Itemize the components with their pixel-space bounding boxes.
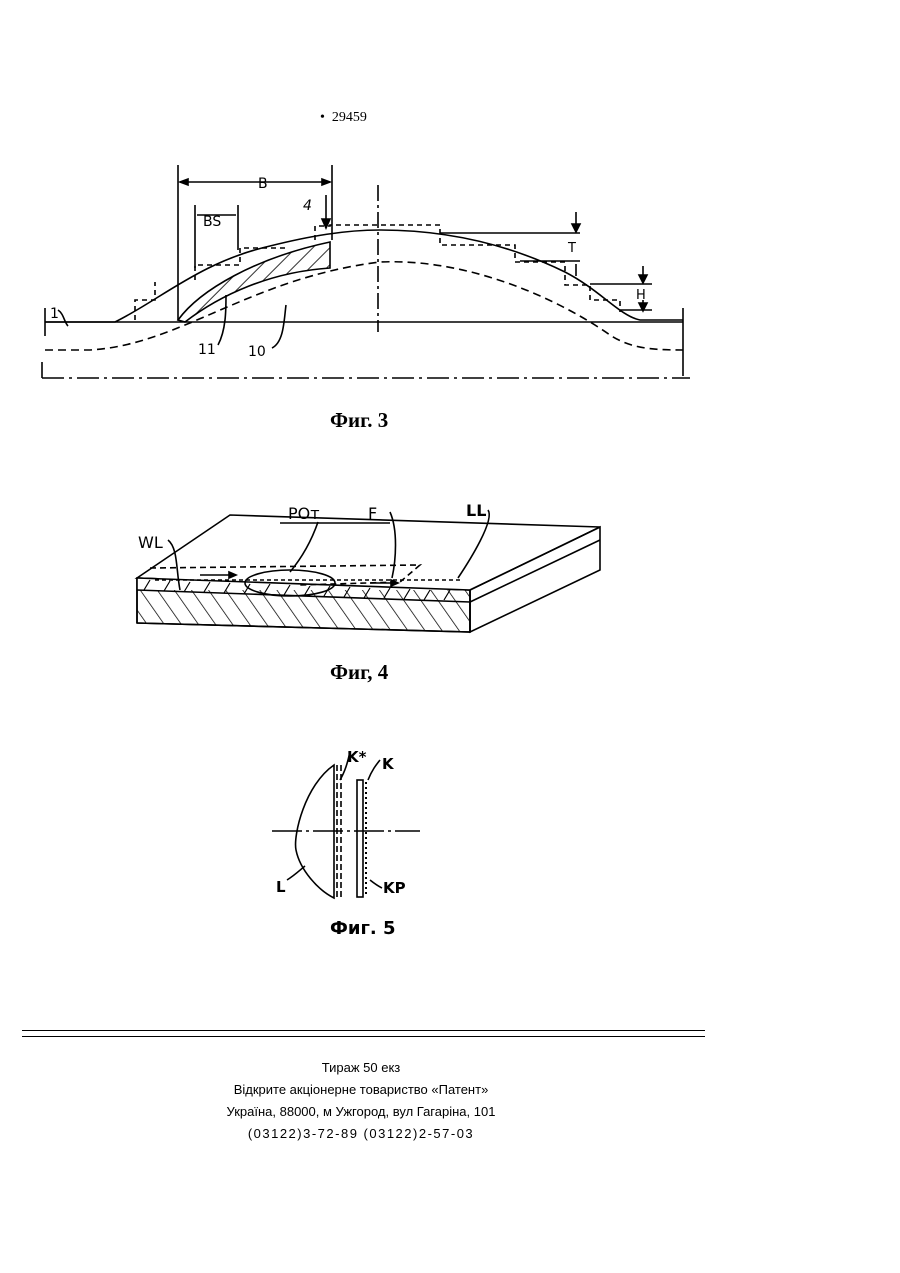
label-t: T xyxy=(567,241,576,256)
upper-profile xyxy=(45,230,683,322)
figure-3-drawing: B BS 4 T H 1 11 10 xyxy=(30,150,710,390)
page-number: • 29459 xyxy=(320,110,367,126)
imprint: Тираж 50 екз Відкрите акціонерне товарис… xyxy=(0,1057,722,1145)
label-ll: LL xyxy=(466,501,486,520)
footer-rule-bottom xyxy=(22,1036,705,1037)
label-k: K xyxy=(382,755,395,773)
label-k-star: K* xyxy=(347,748,367,766)
company-name: Відкрите акціонерне товариство «Патент» xyxy=(0,1079,722,1101)
slab-side-face xyxy=(470,527,600,632)
label-kp: KP xyxy=(383,879,406,897)
footer-rule-top xyxy=(22,1030,705,1031)
label-l: L xyxy=(276,878,286,896)
hatched-layer-11 xyxy=(178,242,330,322)
plate-k xyxy=(357,780,363,897)
bullet: • xyxy=(320,110,332,125)
phones: (03122)3-72-89 (03122)2-57-03 xyxy=(0,1123,722,1145)
label-10: 10 xyxy=(248,344,266,360)
lower-dashed-profile xyxy=(45,262,683,350)
label-b: B xyxy=(258,176,268,192)
label-1: 1 xyxy=(50,306,59,322)
figure-5-drawing: K* K L KP xyxy=(268,735,428,905)
figure-4-drawing: WL POт F LL xyxy=(130,495,650,645)
page-number-text: 29459 xyxy=(332,110,367,125)
label-h: H xyxy=(636,288,646,303)
label-bs: BS xyxy=(203,214,221,230)
label-f: F xyxy=(368,504,377,523)
label-pot: POт xyxy=(288,504,320,523)
label-4: 4 xyxy=(303,198,312,214)
label-wl: WL xyxy=(138,533,163,552)
address: Україна, 88000, м Ужгород, вул Гагаріна,… xyxy=(0,1101,722,1123)
circulation: Тираж 50 екз xyxy=(0,1057,722,1079)
figure-3-caption: Фиг. 3 xyxy=(330,408,388,433)
figure-4-caption: Фиг, 4 xyxy=(330,660,388,685)
figure-5-caption: Фиг. 5 xyxy=(330,918,396,939)
label-11: 11 xyxy=(198,342,216,358)
